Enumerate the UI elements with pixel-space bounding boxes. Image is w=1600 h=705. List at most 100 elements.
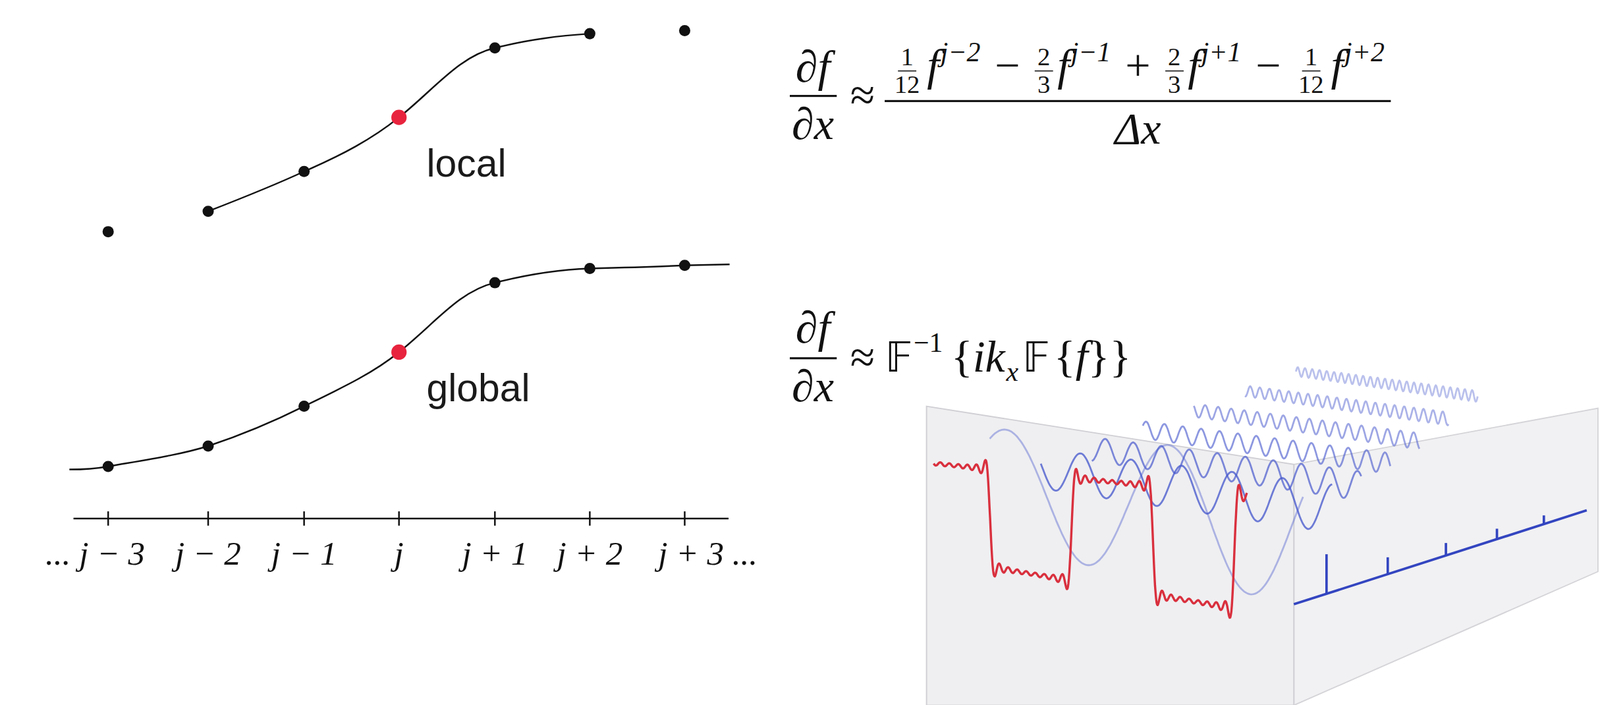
math-text: 1 <box>897 43 917 72</box>
global-curve <box>69 264 730 469</box>
graphic-part <box>494 511 496 526</box>
fourier-component <box>1193 405 1419 449</box>
global-dots <box>102 259 691 472</box>
math-symbol: ≈ <box>850 70 875 122</box>
axis-label: j + 3 ... <box>658 536 758 571</box>
math-text: f <box>1187 40 1201 91</box>
axis-label: j − 1 <box>271 536 338 571</box>
fourier-component <box>1244 386 1449 425</box>
axis-label: ... j − 3 <box>45 536 145 571</box>
math-symbol: − <box>994 40 1020 93</box>
graphic-part <box>1542 515 1546 524</box>
fourier-component <box>1092 438 1362 498</box>
graphic-part <box>303 511 305 526</box>
spectrum-spikes <box>1326 515 1545 594</box>
coefficient: 112 <box>1295 43 1327 99</box>
math-expression: 𝔽−1{ikx𝔽{f}} <box>885 328 1132 388</box>
axis-line <box>73 517 730 520</box>
math-text: ∂f <box>789 41 836 98</box>
math-text: f <box>1075 331 1089 383</box>
fourier-component <box>1142 421 1391 472</box>
coefficient: 23 <box>1164 43 1184 99</box>
graphic-part <box>588 511 591 526</box>
method-label: local <box>426 143 507 183</box>
method-label: global <box>426 368 531 408</box>
frequency-axis <box>1293 510 1587 605</box>
graphic-part <box>679 25 691 37</box>
center-dot <box>391 344 407 360</box>
math-text: ik <box>972 331 1006 383</box>
graphic-part <box>1444 542 1448 556</box>
math-symbol: ≈ <box>850 332 875 385</box>
graphic-part <box>397 511 400 526</box>
math-text: f <box>1331 40 1344 91</box>
graphic-part <box>102 460 114 472</box>
math-symbol: { <box>1053 331 1076 383</box>
math-text: ∂x <box>785 358 841 413</box>
center-dot <box>391 110 407 126</box>
fraction: 112fj−2−23fj−1+23fj+1−112fj+2 Δx <box>885 36 1391 156</box>
math-symbol: }} <box>1088 331 1132 383</box>
math-text: 3 <box>1164 71 1184 99</box>
local-curve <box>208 33 590 212</box>
finite-difference-equation: ∂f ∂x ≈ 112fj−2−23fj−1+23fj+1−112fj+2 Δx <box>785 36 1391 156</box>
math-symbol: + <box>1125 40 1151 93</box>
graphic-part <box>102 225 114 238</box>
numerator: 112fj−2−23fj−1+23fj+1−112fj+2 <box>885 36 1391 103</box>
coefficient: 112 <box>891 43 923 99</box>
math-text: 2 <box>1034 43 1054 72</box>
math-superscript: j−1 <box>1071 36 1112 69</box>
graphic-part <box>1495 528 1499 539</box>
math-subscript: x <box>1005 356 1019 388</box>
time-plane <box>926 406 1295 705</box>
graphic-part <box>202 440 214 452</box>
denominator: Δx <box>1108 102 1168 156</box>
math-superscript: j+1 <box>1201 36 1242 69</box>
graphic-part <box>107 511 109 526</box>
fourier-components <box>933 367 1478 618</box>
fourier-component <box>1040 453 1332 529</box>
axis-ticks <box>108 511 685 526</box>
math-text: 12 <box>1295 71 1327 99</box>
math-superscript: j−2 <box>940 36 981 69</box>
axis-label: j − 2 <box>175 536 242 571</box>
math-symbol: { <box>951 331 973 383</box>
math-text: 3 <box>1034 71 1054 99</box>
math-symbol: 𝔽 <box>885 333 913 381</box>
math-text: Δx <box>1114 104 1161 155</box>
graphic-part <box>207 511 209 526</box>
fraction: ∂f ∂x <box>785 303 841 414</box>
graphic-part <box>683 511 686 526</box>
math-text: 2 <box>1164 43 1184 72</box>
graphic-part <box>489 42 501 54</box>
graphic-part <box>584 28 596 40</box>
square-wave <box>933 459 1247 618</box>
local-dots <box>102 25 691 238</box>
graphic-part <box>584 262 596 275</box>
fourier-component <box>1295 367 1478 402</box>
math-symbol: 𝔽 <box>1022 333 1050 381</box>
spectral-equation: ∂f ∂x ≈ 𝔽−1{ikx𝔽{f}} <box>785 303 1132 414</box>
coefficient: 23 <box>1034 43 1054 99</box>
graphic-part <box>1386 557 1390 575</box>
math-text: f <box>926 40 940 91</box>
math-text: f <box>1057 40 1070 91</box>
graphic-part <box>298 165 310 178</box>
math-text: 1 <box>1301 43 1321 72</box>
fourier-component <box>990 429 1304 595</box>
fraction: ∂f ∂x <box>785 41 841 151</box>
math-text: ∂f <box>789 303 836 360</box>
math-superscript: j+2 <box>1344 36 1385 69</box>
graphic-part <box>489 277 501 289</box>
math-text: 12 <box>891 71 923 99</box>
axis-label: j <box>394 536 404 571</box>
math-symbol: − <box>1255 40 1281 93</box>
math-text: ∂x <box>785 97 841 151</box>
graphic-part <box>679 259 691 271</box>
graphic-part <box>298 400 310 412</box>
frequency-plane <box>1293 408 1599 705</box>
axis-label: j + 2 <box>556 536 623 571</box>
math-superscript: −1 <box>913 328 944 360</box>
graphic-part <box>1325 553 1328 594</box>
